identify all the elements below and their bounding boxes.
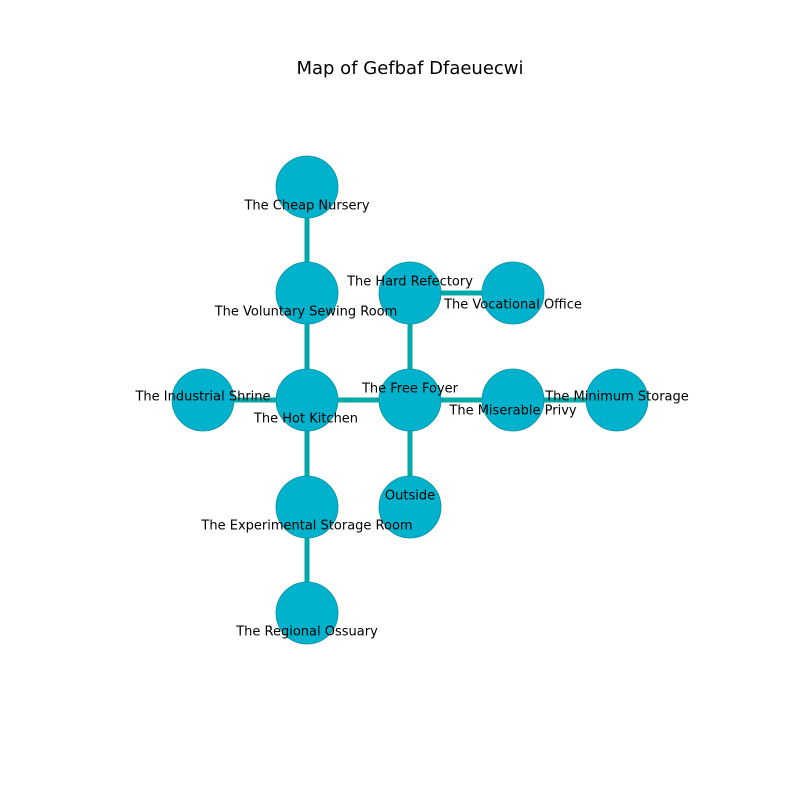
node-voluntary-sewing-room[interactable] — [275, 261, 339, 325]
node-label-regional-ossuary: The Regional Ossuary — [235, 625, 378, 640]
map-title: Map of Gefbaf Dfaeuecwi — [296, 58, 523, 79]
node-label-miserable-privy: The Miserable Privy — [448, 404, 576, 419]
node-outside[interactable] — [378, 475, 442, 539]
node-label-minimum-storage: The Minimum Storage — [544, 390, 689, 405]
node-label-hot-kitchen: The Hot Kitchen — [253, 412, 358, 427]
node-label-hard-refectory: The Hard Refectory — [346, 275, 473, 290]
node-free-foyer[interactable] — [378, 368, 442, 432]
node-industrial-shrine[interactable] — [171, 368, 235, 432]
node-label-free-foyer: The Free Foyer — [361, 382, 459, 397]
node-cheap-nursery[interactable] — [275, 155, 339, 219]
node-label-outside: Outside — [385, 489, 435, 504]
node-label-vocational-office: The Vocational Office — [443, 298, 582, 313]
node-label-cheap-nursery: The Cheap Nursery — [243, 199, 369, 214]
node-regional-ossuary[interactable] — [275, 581, 339, 645]
node-experimental-storage-room[interactable] — [275, 475, 339, 539]
node-label-industrial-shrine: The Industrial Shrine — [134, 390, 270, 405]
node-vocational-office[interactable] — [481, 261, 545, 325]
node-miserable-privy[interactable] — [481, 368, 545, 432]
node-minimum-storage[interactable] — [585, 368, 649, 432]
node-label-voluntary-sewing-room: The Voluntary Sewing Room — [214, 305, 398, 320]
nodes-layer — [171, 155, 649, 645]
node-hot-kitchen[interactable] — [275, 368, 339, 432]
node-hard-refectory[interactable] — [378, 261, 442, 325]
node-label-experimental-storage-room: The Experimental Storage Room — [200, 519, 412, 534]
